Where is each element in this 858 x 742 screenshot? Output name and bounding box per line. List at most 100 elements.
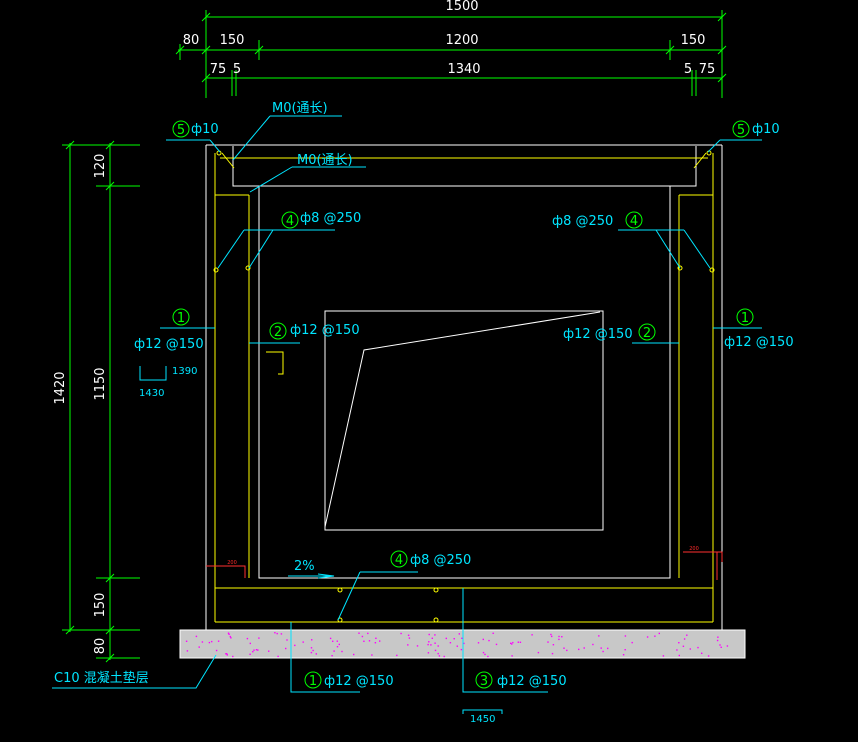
cushion-speck: [431, 637, 433, 639]
cushion-speck: [332, 640, 334, 642]
cushion-speck: [379, 640, 381, 642]
cushion-speck: [277, 655, 279, 658]
cushion-speck: [258, 637, 260, 639]
cushion-speck: [678, 642, 680, 644]
label-rebar2-left: ф12 @150: [290, 323, 360, 338]
cushion-speck: [434, 649, 437, 652]
cushion-speck: [701, 652, 703, 654]
cushion-speck: [658, 632, 660, 635]
cushion-speck: [434, 642, 436, 644]
label-rebar4-left: ф8 @250: [300, 211, 361, 226]
cushion-speck: [229, 635, 231, 638]
cushion-speck: [551, 635, 553, 638]
leader-lines: [52, 115, 762, 693]
cushion-speck: [624, 635, 627, 637]
cushion-speck: [622, 654, 625, 656]
cushion-speck: [689, 648, 691, 650]
cushion-speck: [416, 645, 419, 647]
cushion-speck: [678, 654, 680, 657]
marker-1-right: 1: [741, 311, 749, 326]
cushion-speck: [697, 646, 699, 649]
cushion-speck: [510, 642, 512, 644]
marker-1-left: 1: [177, 311, 185, 326]
cushion-speck: [253, 649, 255, 651]
cushion-speck: [428, 633, 430, 636]
cushion-speck: [208, 641, 211, 644]
cushion-speck: [428, 641, 430, 643]
cushion-speck: [445, 637, 447, 640]
dim-75-left: 75: [210, 62, 227, 77]
dim-150-left: 150: [93, 593, 108, 618]
label-len-1390: 1390: [172, 366, 197, 377]
cushion-speck: [683, 638, 686, 640]
label-slope: 2%: [294, 559, 315, 574]
cushion-speck: [456, 645, 458, 647]
cushion-speck: [280, 633, 283, 635]
cushion-speck: [558, 638, 560, 641]
cushion-speck: [186, 650, 189, 652]
cushion-speck: [602, 650, 604, 653]
cushion-speck: [302, 641, 304, 643]
label-rebar1-right: ф12 @150: [724, 335, 794, 350]
cushion-speck: [686, 634, 688, 636]
small-200-right: 200: [689, 546, 699, 552]
red-markers: 200 200: [206, 546, 723, 580]
cushion-speck: [363, 640, 365, 642]
cushion-speck: [519, 641, 522, 643]
cushion-speck: [600, 647, 602, 649]
rebar-labels: M0(通长) M0(通长) ф10 ф10 ф8 @250 ф8 @250 ф1…: [54, 101, 794, 725]
dim-5-left: 5: [233, 62, 241, 77]
cushion-speck: [484, 653, 486, 656]
cushion-speck: [453, 638, 455, 640]
cushion-speck: [257, 649, 259, 651]
label-rebar1-bottom: ф12 @150: [324, 674, 394, 689]
marker-5-right: 5: [737, 123, 745, 138]
dim-75-right: 75: [699, 62, 716, 77]
cushion-speck: [333, 650, 335, 652]
cushion-speck: [463, 642, 465, 645]
marker-1-bottom: 1: [309, 674, 317, 689]
cushion-speck: [720, 646, 722, 648]
label-rebar1-left: ф12 @150: [134, 337, 204, 352]
cushion-speck: [375, 637, 377, 639]
marker-2-right: 2: [643, 326, 651, 341]
label-m0-b: M0(通长): [297, 153, 353, 168]
cushion-speck: [437, 652, 439, 655]
cushion-speck: [329, 637, 332, 640]
cushion-speck: [662, 655, 665, 657]
cushion-speck: [517, 641, 519, 643]
cushion-speck: [607, 647, 609, 650]
cushion-speck: [249, 653, 251, 655]
cushion-speck: [624, 649, 626, 651]
cushion-speck: [561, 636, 563, 638]
cushion-speck: [407, 644, 409, 646]
marker-2-left: 2: [274, 325, 282, 340]
marker-5-left: 5: [177, 123, 185, 138]
cushion-speck: [654, 635, 656, 637]
marker-4-right: 4: [630, 214, 638, 229]
cushion-speck: [719, 644, 721, 646]
cushion-speck: [460, 648, 463, 651]
bar-shape-3-icon: [462, 709, 503, 714]
cushion-speck: [458, 633, 460, 635]
cushion-speck: [492, 632, 494, 634]
cushion-speck: [211, 640, 213, 643]
label-rebar5-left: ф10: [191, 122, 219, 137]
cushion-speck: [249, 642, 251, 645]
cushion-speck: [434, 634, 436, 636]
cushion-speck: [531, 634, 533, 636]
cushion-speck: [315, 653, 317, 655]
dim-1200: 1200: [445, 33, 478, 48]
cushion-speck: [217, 640, 220, 642]
cushion-speck: [396, 654, 398, 657]
cushion-speck: [353, 653, 355, 656]
cushion-speck: [592, 643, 594, 646]
cushion-speck: [252, 651, 254, 653]
cushion-speck: [487, 655, 489, 658]
dim-150-top-right: 150: [681, 33, 706, 48]
cushion-speck: [285, 647, 287, 650]
cushion-speck: [676, 649, 678, 651]
cushion-speck: [400, 632, 402, 635]
dim-1150: 1150: [93, 367, 108, 400]
dim-120: 120: [93, 154, 108, 179]
